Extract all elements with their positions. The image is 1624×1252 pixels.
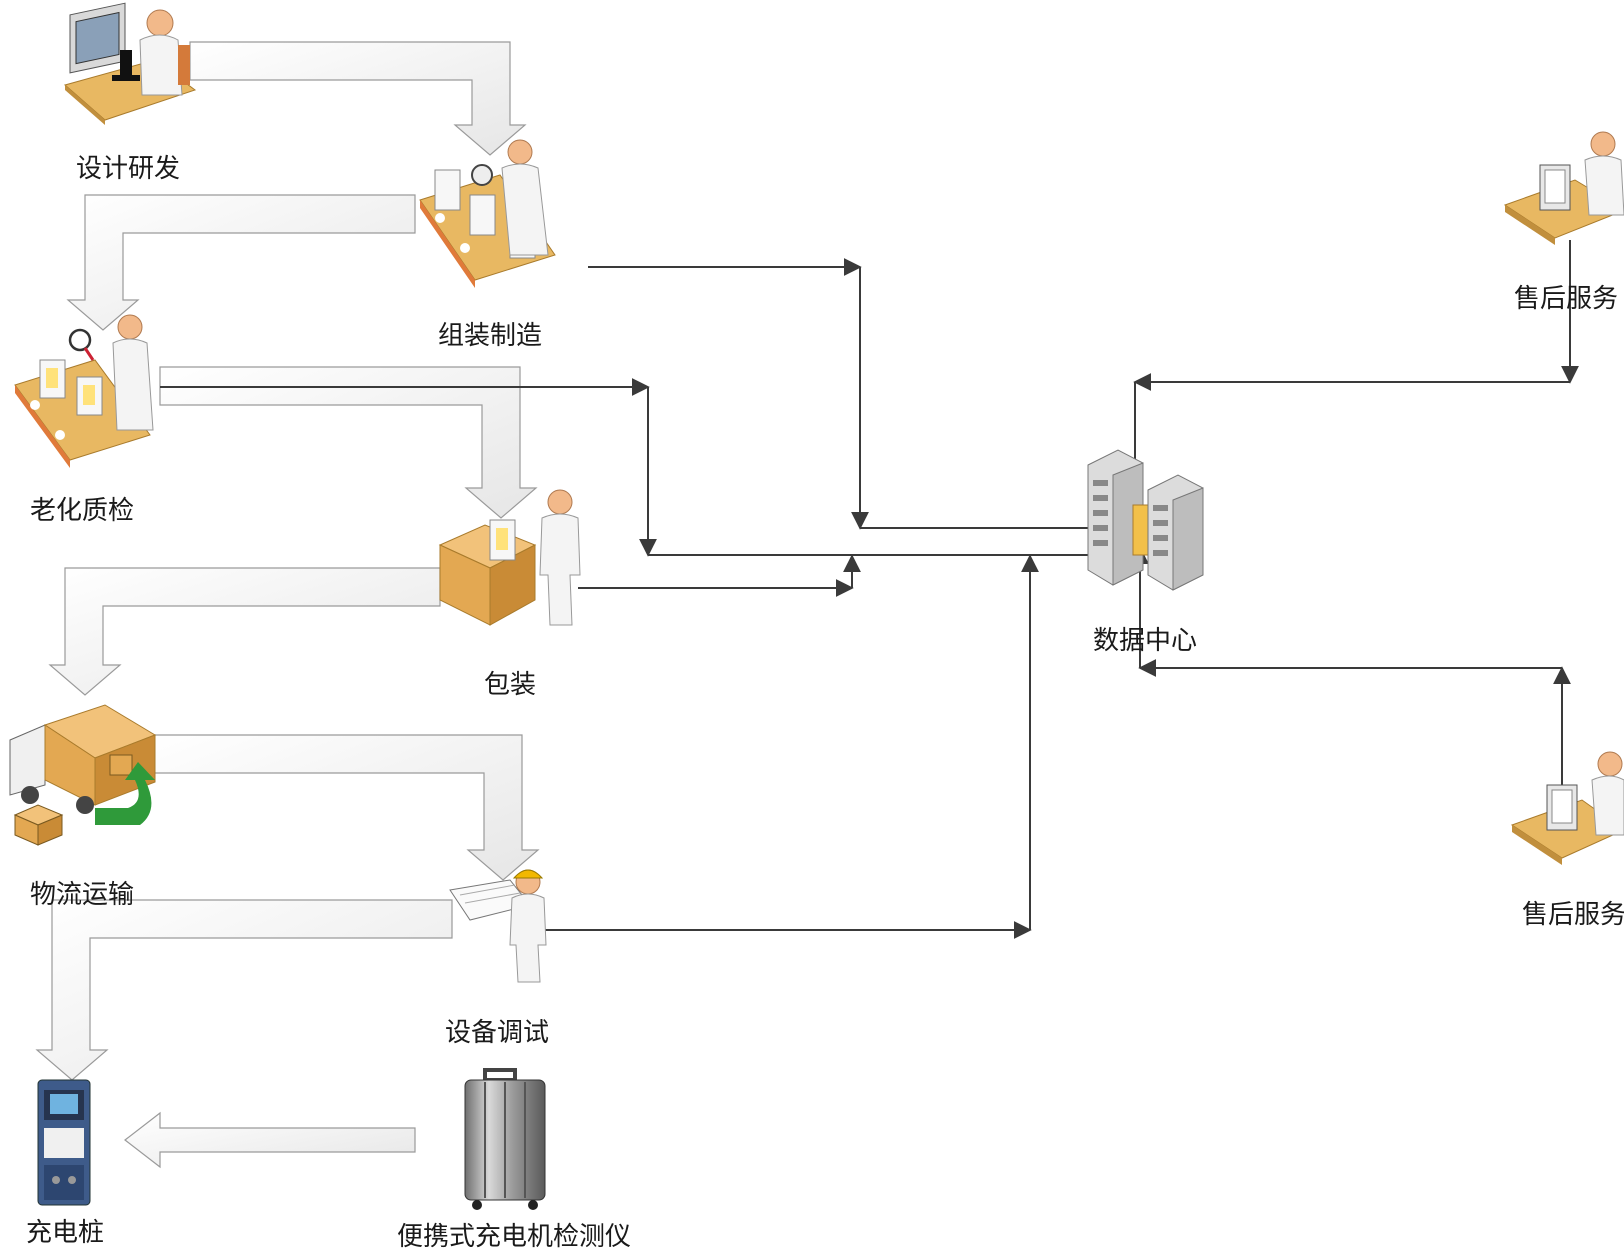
- label-aftersales-1: 售后服务: [1514, 284, 1619, 314]
- label-debugging: 设备调试: [445, 1018, 550, 1048]
- assembly-worker-icon: [419, 139, 556, 288]
- process-arrows: [35, 41, 540, 1169]
- label-assembly: 组装制造: [438, 321, 543, 351]
- delivery-truck-icon: [9, 704, 157, 846]
- charging-pile-icon: [37, 1079, 91, 1206]
- field-engineer-icon: [449, 869, 547, 983]
- label-datacenter: 数据中心: [1093, 626, 1198, 656]
- arrow-assembly-to-aging: [66, 194, 416, 331]
- arrow-logistics-to-debugging: [149, 734, 540, 881]
- portable-tester-icon: [464, 1068, 546, 1210]
- label-tester: 便携式充电机检测仪: [397, 1222, 632, 1252]
- arrow-tester-to-charger: [124, 1111, 416, 1169]
- arrow-packaging-to-logistics: [48, 567, 441, 696]
- label-packaging: 包装: [484, 670, 537, 700]
- data-center-server-icon: [1087, 449, 1204, 591]
- label-charger: 充电桩: [26, 1218, 105, 1248]
- label-design: 设计研发: [76, 154, 181, 184]
- arrow-debugging-to-charger: [35, 899, 453, 1081]
- packaging-worker-icon: [438, 489, 581, 626]
- arrow-design-to-assembly: [189, 41, 527, 156]
- label-logistics: 物流运输: [30, 880, 135, 910]
- design-engineer-icon: [63, 2, 197, 125]
- arrow-aging-to-packaging: [159, 366, 538, 519]
- aftersales-agent-icon-2: [1510, 751, 1624, 865]
- label-aftersales-2: 售后服务: [1522, 900, 1624, 930]
- quality-inspector-icon: [14, 314, 154, 468]
- aftersales-agent-icon: [1503, 131, 1624, 245]
- label-aging: 老化质检: [30, 496, 135, 526]
